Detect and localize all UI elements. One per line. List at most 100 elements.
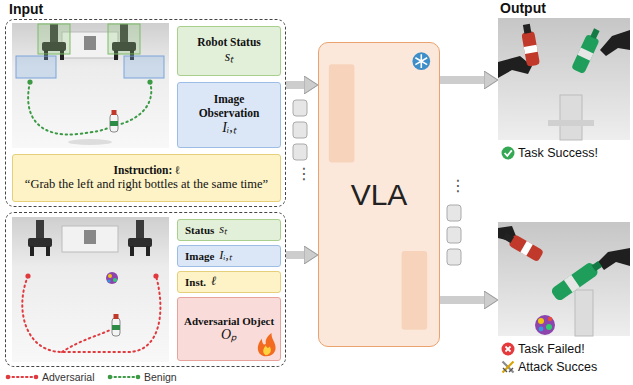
gripper xyxy=(600,30,630,56)
node-title: Task Success! xyxy=(518,144,598,162)
image-box: Image ObservationIᵢ,ₜ xyxy=(177,82,281,148)
benign-path xyxy=(121,82,151,124)
camera-highlight xyxy=(108,24,140,54)
bottle-label xyxy=(577,48,593,61)
block-arrow xyxy=(286,251,304,259)
bottle-cap xyxy=(503,233,514,244)
bottle-body xyxy=(521,31,540,67)
path-dot xyxy=(153,273,158,278)
scene-ground xyxy=(12,217,169,362)
input-panel: InputRobot StatussₜImage ObservationIᵢ,ₜ… xyxy=(5,19,286,207)
bottle-body xyxy=(550,261,600,302)
gripper xyxy=(146,246,150,256)
instruction-box: Inst.ℓ xyxy=(177,271,281,293)
tray xyxy=(560,95,582,140)
bottle-label xyxy=(564,275,580,292)
node-text: “Grab the left and right bottles at the … xyxy=(25,177,268,192)
token xyxy=(293,122,307,138)
camera-highlight xyxy=(124,56,164,78)
caption: Input xyxy=(9,1,43,17)
image-box: ImageIᵢ,ₜ xyxy=(177,245,281,267)
bottle-body xyxy=(508,234,544,262)
node-text: Iᵢ,ₜ xyxy=(222,120,235,137)
device xyxy=(84,230,96,244)
token xyxy=(293,100,307,116)
ball-spot xyxy=(538,318,544,324)
robot-arm xyxy=(128,238,152,247)
section-heading: Output xyxy=(500,0,546,16)
ball-spot xyxy=(539,327,544,332)
ellipsis: ⋮ xyxy=(450,176,466,195)
node-title: VLA xyxy=(351,178,408,212)
coke-bottle xyxy=(501,230,544,262)
node-title: Image xyxy=(185,250,214,262)
instruction-box: Instruction: ℓ“Grab the left and right b… xyxy=(12,154,281,202)
sword-icon xyxy=(503,368,513,372)
status-box: Status sₜ xyxy=(177,219,281,241)
tray xyxy=(548,120,594,126)
gripper xyxy=(130,246,134,256)
bottle-label xyxy=(524,45,538,54)
status-box: Robot Statussₜ xyxy=(177,26,281,76)
tray xyxy=(575,290,593,336)
sword-icon xyxy=(503,362,514,373)
node-text: sₜ xyxy=(225,49,233,66)
legend-sample xyxy=(6,375,11,380)
bottle-cap xyxy=(114,314,119,319)
legend-sample xyxy=(108,375,113,380)
ellipsis: ⋮ xyxy=(296,164,312,183)
success-icon xyxy=(502,147,515,160)
caption: Task Success! xyxy=(518,144,598,162)
output-image xyxy=(498,222,630,336)
scene-ground xyxy=(12,23,169,148)
node-title: Inst. xyxy=(185,276,206,288)
node-text: Oₚ xyxy=(221,327,237,344)
output-frame: Task Failed!Attack Succes xyxy=(498,222,630,336)
benign-path xyxy=(28,82,108,135)
bottle-cap xyxy=(523,24,531,34)
coke-bottle xyxy=(520,23,540,67)
ball-spot xyxy=(108,274,112,278)
legend-sample xyxy=(110,376,138,378)
adversarial-object-box: Adversarial ObjectOₚ xyxy=(177,297,281,361)
robot-arm xyxy=(36,220,44,240)
table xyxy=(62,226,118,252)
bottle-body xyxy=(571,34,600,74)
node-text: sₜ xyxy=(219,223,227,237)
legend-sample xyxy=(34,375,39,380)
gripper xyxy=(46,246,50,256)
model-box: VLA xyxy=(318,42,440,347)
ball-spot xyxy=(113,278,117,282)
green-bottle xyxy=(550,258,604,302)
robot-arm xyxy=(28,238,52,247)
ball-spot xyxy=(107,279,110,282)
adversarial-path xyxy=(22,276,160,352)
path-dot xyxy=(25,273,30,278)
frozen-icon xyxy=(412,52,430,70)
camera-highlight xyxy=(16,56,56,78)
output-image xyxy=(498,18,630,140)
node-title: Status xyxy=(185,224,214,236)
adversarial-path xyxy=(62,330,110,352)
ball-spot xyxy=(546,324,552,330)
bottle xyxy=(112,318,120,336)
adversarial-ball xyxy=(106,272,118,284)
node-title: Instruction: ℓ xyxy=(114,164,180,177)
node-title: Robot Status xyxy=(197,36,261,49)
path-dot xyxy=(27,79,32,84)
device xyxy=(84,36,96,50)
block-arrow xyxy=(286,81,304,89)
legend-label: Adversarial xyxy=(42,370,95,384)
bottle-label xyxy=(110,121,118,126)
node-title: Image Observation xyxy=(183,93,275,119)
sword-icon xyxy=(503,362,514,373)
green-bottle xyxy=(571,27,603,75)
caption: Task Failed!Attack Succes xyxy=(518,340,597,376)
block-arrow xyxy=(440,76,484,84)
stand xyxy=(68,139,112,145)
block-arrow xyxy=(440,296,484,304)
fire-icon xyxy=(258,333,276,356)
fail-icon xyxy=(502,343,515,356)
bottle-label xyxy=(520,241,533,256)
